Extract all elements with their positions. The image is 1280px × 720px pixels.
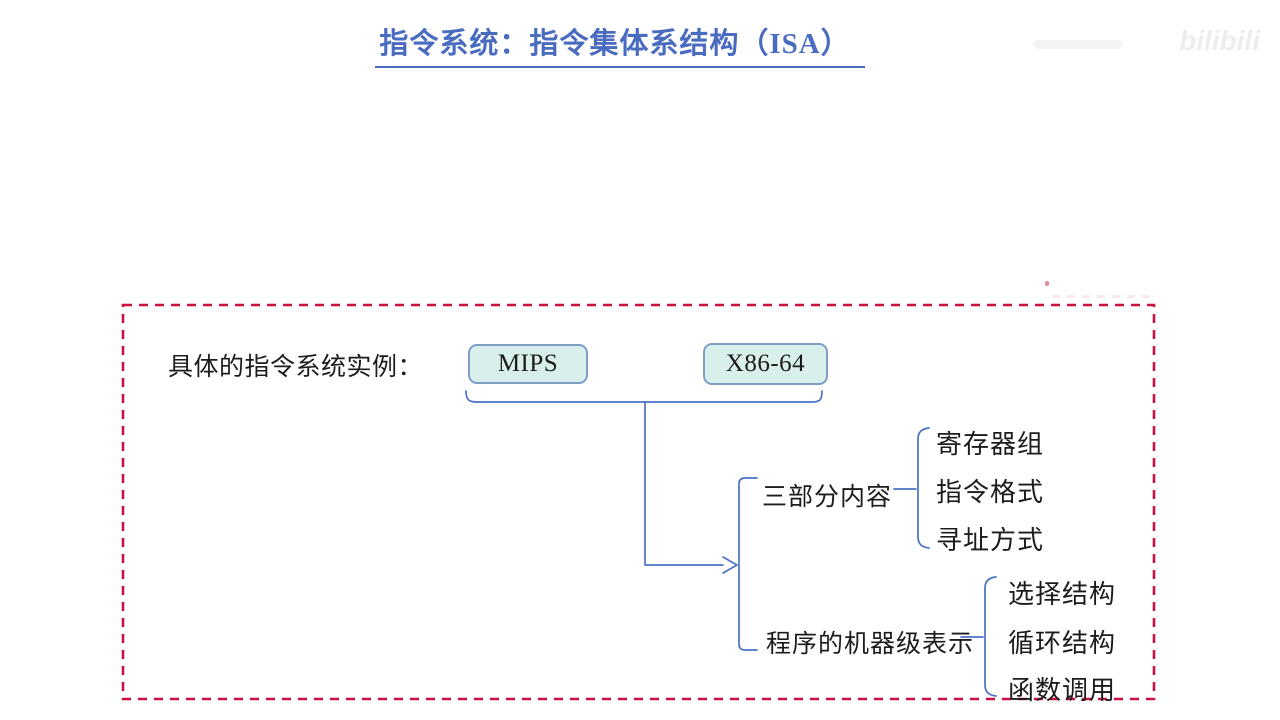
page-title: 指令系统：指令集体系结构（ISA） xyxy=(375,20,865,68)
title-area: 指令系统：指令集体系结构（ISA） xyxy=(300,20,940,68)
node-x86-64-label: X86-64 xyxy=(725,350,806,377)
examples-bottom-bracket xyxy=(465,390,823,403)
stem-connector xyxy=(644,401,724,566)
node-mips: MIPS xyxy=(468,344,588,384)
node-mips-label: MIPS xyxy=(497,350,559,377)
stray-red-dot xyxy=(1045,281,1049,286)
stray-faint-dashes xyxy=(1052,295,1154,298)
branch2-item-2: 循环结构 xyxy=(1008,629,1117,658)
branch1-label: 三部分内容 xyxy=(762,484,893,511)
branch2-label: 程序的机器级表示 xyxy=(766,631,975,658)
examples-label: 具体的指令系统实例： xyxy=(168,354,424,381)
branch1-item-1: 寄存器组 xyxy=(936,430,1045,459)
branch1-items-brace xyxy=(917,427,930,549)
branch2-item-1: 选择结构 xyxy=(1008,580,1117,609)
branch2-items-brace xyxy=(984,576,997,697)
branch1-item-2: 指令格式 xyxy=(936,478,1045,507)
branches-left-bracket xyxy=(738,477,758,651)
bilibili-logo-text: bilibili xyxy=(1179,25,1260,56)
arrowhead-icon xyxy=(722,556,738,574)
bilibili-watermark: bilibili xyxy=(1020,20,1260,66)
dashed-highlight-border xyxy=(121,303,1156,701)
watermark-smudge xyxy=(1034,40,1122,49)
node-x86-64: X86-64 xyxy=(703,343,828,385)
branch2-item-3: 函数调用 xyxy=(1008,676,1117,705)
branch1-item-3: 寻址方式 xyxy=(936,526,1045,555)
